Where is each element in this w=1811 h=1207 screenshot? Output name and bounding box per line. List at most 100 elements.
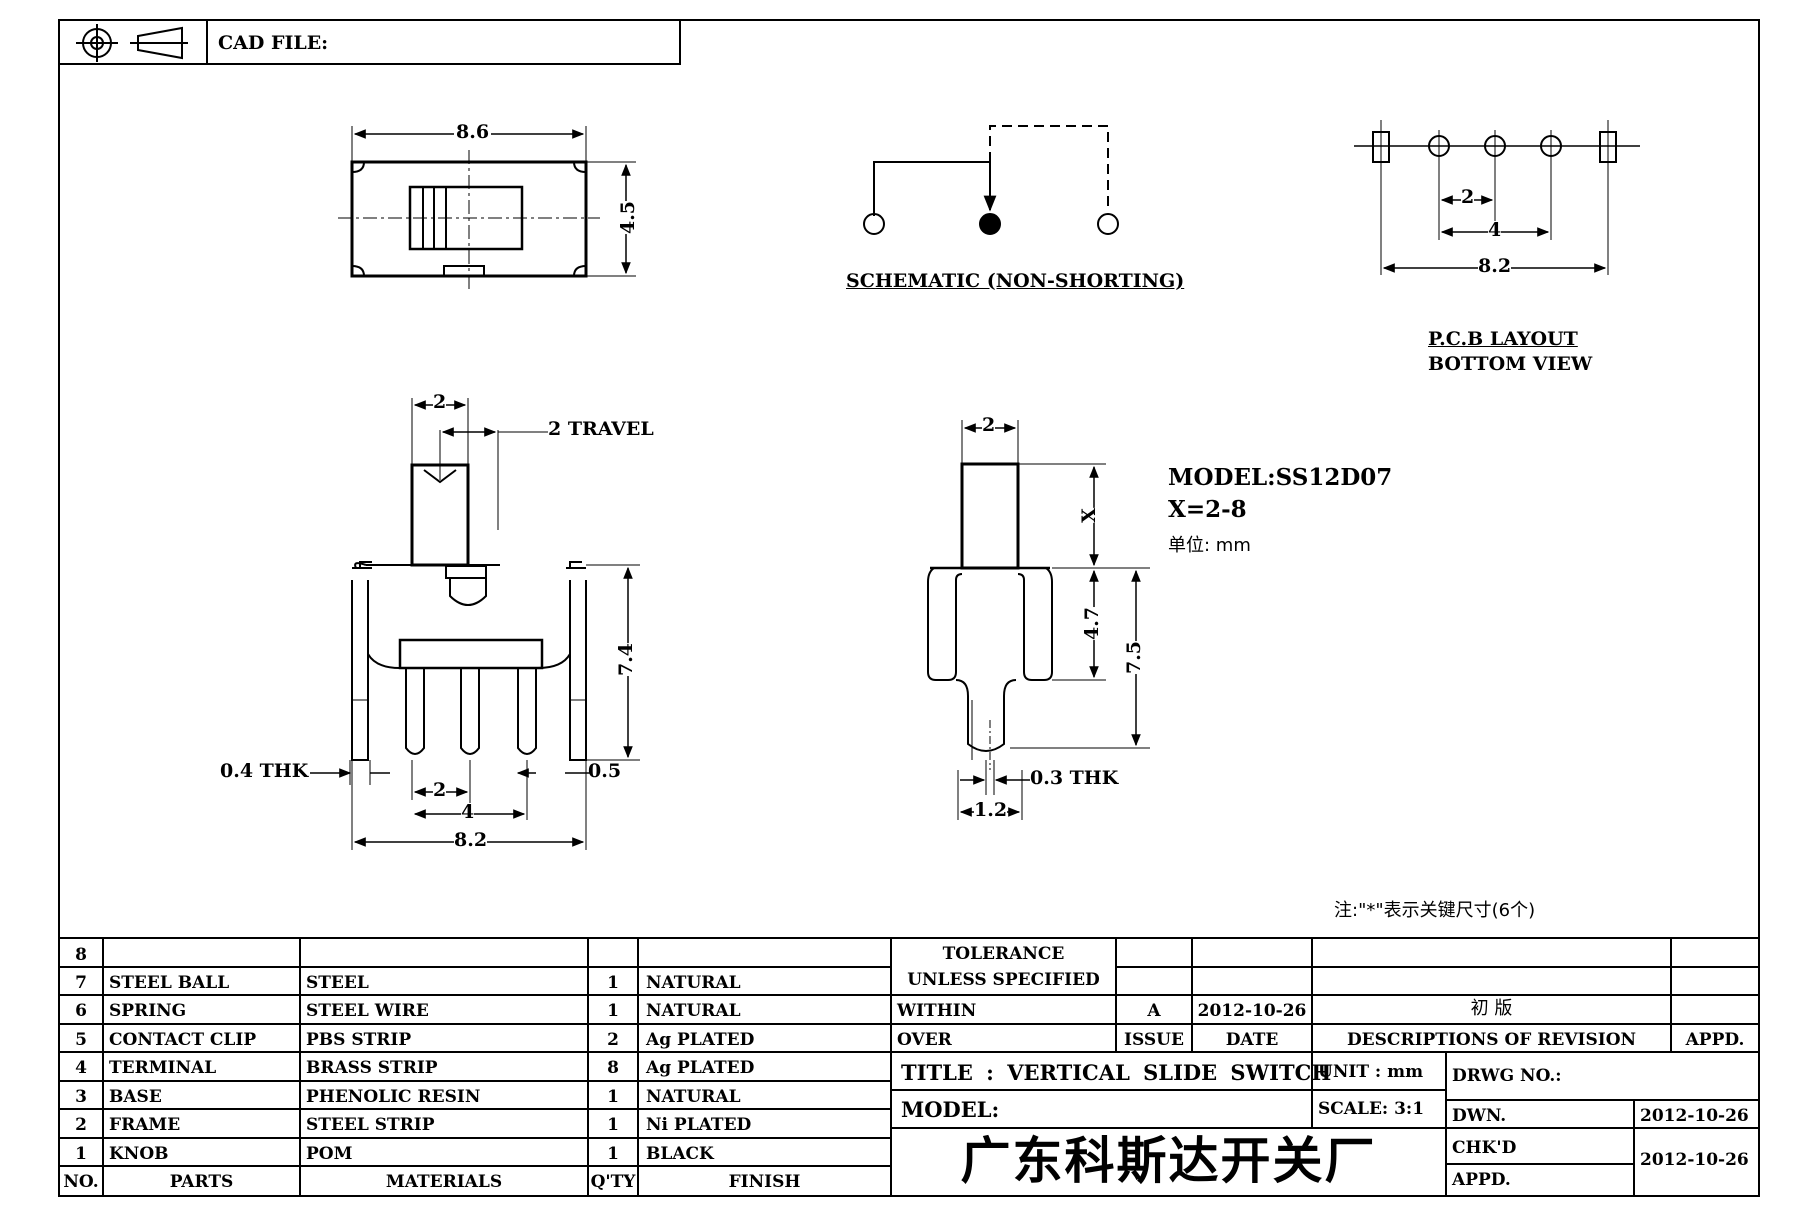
bom-header-material: MATERIALS <box>385 1172 503 1192</box>
projection-circle-icon <box>76 24 118 62</box>
approved-label: APPD. <box>1452 1170 1511 1190</box>
revision-issue-label: ISSUE <box>1124 1030 1184 1050</box>
bom-material: PHENOLIC RESIN <box>306 1087 481 1107</box>
bom-part: BASE <box>109 1087 162 1107</box>
bom-qty: 2 <box>607 1030 619 1050</box>
checked-date: 2012-10-26 <box>1640 1150 1749 1170</box>
bom-finish: Ag PLATED <box>646 1058 755 1078</box>
side-thk-label: 0.3 THK <box>1030 767 1119 789</box>
bom-no: 2 <box>75 1115 87 1135</box>
pcb-dim-pitch: 2 <box>1461 186 1475 208</box>
side-h1-dim: 4.7 <box>1081 606 1104 641</box>
bom-no: 7 <box>75 973 87 993</box>
bom-header-part: PARTS <box>169 1172 234 1192</box>
bom-qty: 1 <box>607 1001 619 1021</box>
checked-label: CHK'D <box>1452 1138 1517 1158</box>
bom-part: SPRING <box>109 1001 187 1021</box>
front-total-dim: 8.2 <box>454 829 488 851</box>
pcb-layout-diagram <box>1354 120 1640 275</box>
revision-date: 2012-10-26 <box>1197 1001 1307 1021</box>
side-x-dim: X <box>1077 508 1100 523</box>
unit-label: UNIT : mm <box>1318 1062 1424 1082</box>
pcb-dim-total: 8.2 <box>1478 255 1512 277</box>
pcb-layout-subtitle: BOTTOM VIEW <box>1428 353 1593 375</box>
drawing-number-label: DRWG NO.: <box>1452 1066 1562 1086</box>
front-thk-label: 0.4 THK <box>220 760 309 782</box>
revision-date-label: DATE <box>1225 1030 1279 1050</box>
bom-part: FRAME <box>109 1115 181 1135</box>
bom-no: 1 <box>75 1144 87 1164</box>
bom-no: 4 <box>75 1058 87 1078</box>
company-name: 广东科斯达开关厂 <box>960 1132 1377 1190</box>
bom-finish: NATURAL <box>646 973 741 993</box>
model-name: MODEL:SS12D07 <box>1168 464 1393 491</box>
drawn-label: DWN. <box>1452 1106 1507 1126</box>
top-view <box>338 126 636 290</box>
front-knob-dim: 2 <box>433 391 447 413</box>
side-h2-dim: 7.5 <box>1123 640 1146 675</box>
front-view <box>310 398 640 850</box>
bom-finish: NATURAL <box>646 1001 741 1021</box>
bom-header-no: NO. <box>63 1172 99 1192</box>
tolerance-within: WITHIN <box>897 1001 977 1021</box>
revision-appd-label: APPD. <box>1685 1030 1745 1050</box>
front-pin-width-dim: 0.5 <box>588 760 622 782</box>
tolerance-title: TOLERANCE <box>942 944 1065 964</box>
bom-part: CONTACT CLIP <box>109 1030 257 1050</box>
cad-file-label: CAD FILE: <box>218 32 329 54</box>
drawing-title: TITLE : VERTICAL SLIDE SWITCH <box>901 1060 1332 1085</box>
schematic-diagram <box>863 125 1119 235</box>
top-view-width-dim: 8.6 <box>454 121 492 143</box>
scale-label: SCALE: 3:1 <box>1318 1099 1425 1119</box>
bom-qty: 1 <box>607 1115 619 1135</box>
bom-material: STEEL <box>306 973 369 993</box>
bom-qty: 8 <box>607 1058 619 1078</box>
bom-header-qty: Q'TY <box>590 1172 636 1192</box>
key-dimension-note: 注:"*"表示关键尺寸(6个) <box>1334 900 1536 921</box>
pcb-dim-mid: 4 <box>1488 219 1502 241</box>
front-height-dim: 7.4 <box>615 642 638 677</box>
bom-qty: 1 <box>607 1144 619 1164</box>
bom-part: KNOB <box>109 1144 169 1164</box>
model-label: MODEL: <box>901 1097 1000 1122</box>
bom-header-finish: FINISH <box>728 1172 801 1192</box>
projection-cone-icon <box>130 26 188 60</box>
bom-no: 6 <box>75 1001 87 1021</box>
front-pitch-dim: 2 <box>433 779 447 801</box>
revision-desc-label: DESCRIPTIONS OF REVISION <box>1346 1030 1637 1050</box>
header-box <box>59 20 681 65</box>
model-unit: 单位: mm <box>1168 535 1251 556</box>
side-knob-dim: 2 <box>982 414 996 436</box>
revision-grid <box>891 938 1759 1052</box>
bom-material: PBS STRIP <box>306 1030 412 1050</box>
bom-grid <box>59 937 1759 1196</box>
revision-issue: A <box>1147 1001 1161 1021</box>
model-x-range: X=2-8 <box>1168 496 1247 523</box>
pcb-layout-title: P.C.B LAYOUT <box>1428 328 1578 350</box>
front-mid-dim: 4 <box>461 801 475 823</box>
drawn-date: 2012-10-26 <box>1640 1106 1749 1126</box>
bom-material: STEEL STRIP <box>306 1115 435 1135</box>
revision-description: 初 版 <box>1470 998 1513 1019</box>
bom-no: 8 <box>75 945 87 965</box>
bom-material: POM <box>306 1144 353 1164</box>
front-travel-label: 2 TRAVEL <box>548 418 654 440</box>
bom-finish: BLACK <box>646 1144 714 1164</box>
side-base-dim: 1.2 <box>974 799 1008 821</box>
bom-part: STEEL BALL <box>109 973 230 993</box>
bom-finish: NATURAL <box>646 1087 741 1107</box>
bom-finish: Ni PLATED <box>646 1115 752 1135</box>
bom-finish: Ag PLATED <box>646 1030 755 1050</box>
tolerance-subtitle: UNLESS SPECIFIED <box>907 970 1100 990</box>
tolerance-over: OVER <box>897 1030 952 1050</box>
bom-material: BRASS STRIP <box>306 1058 438 1078</box>
top-view-height-dim: 4.5 <box>617 200 640 235</box>
side-view <box>927 420 1150 820</box>
bom-no: 3 <box>75 1087 87 1107</box>
bom-part: TERMINAL <box>109 1058 217 1078</box>
bom-no: 5 <box>75 1030 87 1050</box>
title-block-grid <box>891 1051 1759 1196</box>
bom-qty: 1 <box>607 1087 619 1107</box>
bom-qty: 1 <box>607 973 619 993</box>
